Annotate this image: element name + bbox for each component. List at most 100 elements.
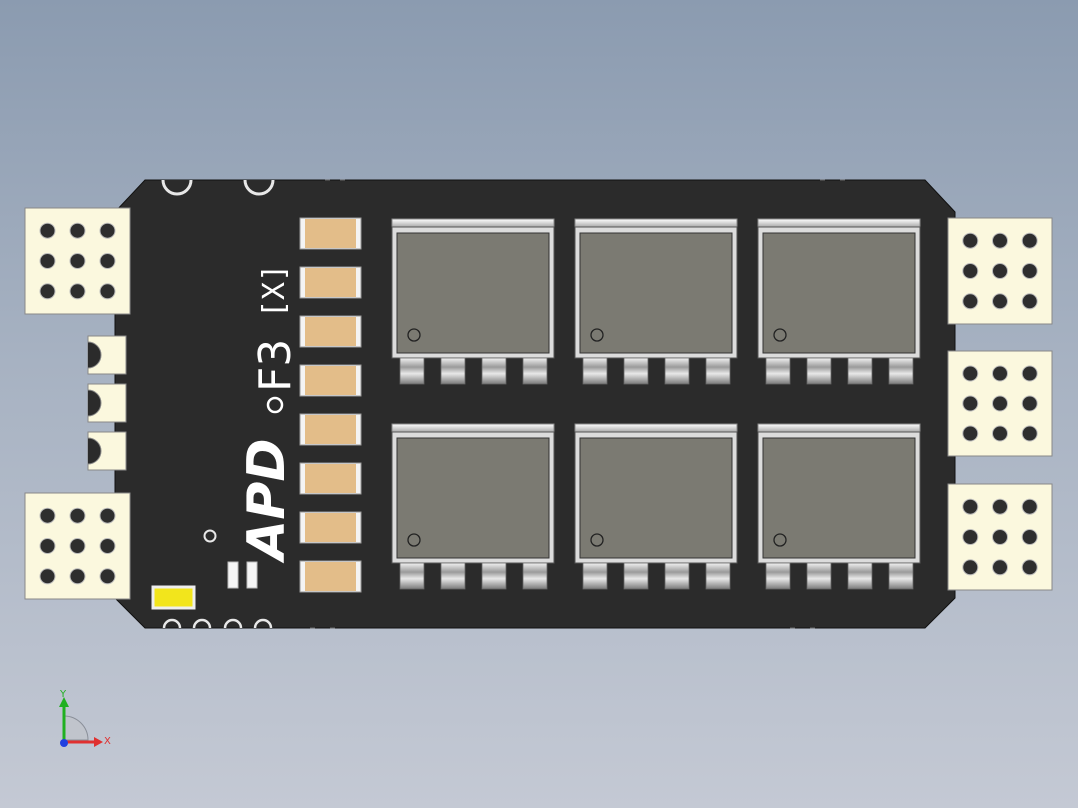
capacitor[interactable]	[299, 462, 362, 495]
pin-hole	[1021, 529, 1038, 545]
mosfet-leg	[440, 357, 466, 385]
capacitor[interactable]	[299, 511, 362, 544]
mosfet-leg	[806, 357, 832, 385]
mosfet-leg	[522, 562, 548, 590]
triad-arc	[63, 715, 89, 741]
mosfet-leg	[582, 357, 608, 385]
triad-y-arrow	[59, 697, 69, 707]
mosfet-leg	[440, 562, 466, 590]
mosfet[interactable]	[391, 218, 555, 385]
capacitor[interactable]	[299, 560, 362, 593]
pin-hole	[992, 395, 1008, 412]
pin1-marker	[773, 328, 787, 342]
pin-hole	[1021, 559, 1038, 576]
castellated-pads	[87, 335, 127, 471]
pin-hole	[69, 283, 86, 300]
pin-hole	[1021, 293, 1038, 310]
capacitor[interactable]	[299, 413, 362, 446]
pin-hole	[99, 538, 116, 554]
pin-hole	[99, 253, 116, 269]
mosfet-array	[391, 218, 921, 590]
pin-hole	[69, 222, 86, 239]
silkscreen-branding: APD F3 [X]	[237, 264, 301, 564]
connector-left-bottom[interactable]	[24, 492, 131, 600]
pin-hole	[39, 253, 56, 269]
mosfet-leg	[664, 357, 690, 385]
mosfet[interactable]	[574, 423, 738, 590]
mosfet[interactable]	[574, 218, 738, 385]
pin-hole	[1021, 365, 1038, 382]
capacitor[interactable]	[299, 266, 362, 299]
mosfet-leg	[623, 357, 649, 385]
mosfet-leg	[705, 357, 731, 385]
capacitor[interactable]	[299, 217, 362, 250]
pin-hole	[992, 232, 1008, 249]
via	[203, 529, 217, 543]
connector-right-1[interactable]	[947, 217, 1053, 325]
pin-hole	[992, 263, 1008, 279]
triad-z-axis	[60, 739, 68, 747]
mosfet-leg	[481, 357, 507, 385]
mosfet-leg	[847, 357, 873, 385]
right-connectors	[947, 217, 1053, 591]
mosfet-leg	[664, 562, 690, 590]
mosfet-leg	[522, 357, 548, 385]
pin-hole	[39, 222, 56, 239]
coordinate-triad[interactable]: Y X	[59, 689, 111, 747]
mosfet[interactable]	[757, 218, 921, 385]
triad-x-label: X	[104, 736, 111, 747]
pin-hole	[962, 425, 979, 442]
pin-hole	[99, 283, 116, 300]
pin1-marker	[407, 328, 421, 342]
pin-hole	[99, 222, 116, 239]
mosfet[interactable]	[391, 423, 555, 590]
capacitor[interactable]	[299, 315, 362, 348]
pin-hole	[992, 559, 1008, 576]
pin-hole	[99, 568, 116, 585]
mosfet-leg	[582, 562, 608, 590]
pin-hole	[962, 365, 979, 382]
mosfet-leg	[847, 562, 873, 590]
pin-hole	[39, 507, 56, 524]
connector-left-top[interactable]	[24, 207, 131, 315]
pin-hole	[1021, 498, 1038, 515]
connector-right-3[interactable]	[947, 483, 1053, 591]
triad-x-arrow	[94, 737, 103, 747]
pin-hole	[1021, 232, 1038, 249]
pin-hole	[1021, 425, 1038, 442]
capacitor-column	[299, 217, 362, 593]
pin-hole	[69, 507, 86, 524]
pin-hole	[992, 425, 1008, 442]
capacitor[interactable]	[299, 364, 362, 397]
pin1-marker	[773, 533, 787, 547]
mosfet-leg	[399, 562, 425, 590]
pin-hole	[962, 529, 979, 545]
pin-hole	[1021, 395, 1038, 412]
pin-hole	[99, 507, 116, 524]
logo-dot	[266, 396, 284, 414]
pin-hole	[992, 365, 1008, 382]
pin-hole	[69, 538, 86, 554]
status-led[interactable]	[151, 585, 196, 610]
pin-hole	[1021, 263, 1038, 279]
pin1-marker	[590, 533, 604, 547]
mosfet-leg	[806, 562, 832, 590]
pin1-marker	[407, 533, 421, 547]
resistor-pair	[227, 561, 258, 589]
left-connectors	[24, 207, 131, 600]
edge-ticks	[310, 179, 845, 629]
mosfet-leg	[888, 357, 914, 385]
pin-hole	[69, 568, 86, 585]
mosfet[interactable]	[757, 423, 921, 590]
pin-hole	[962, 293, 979, 310]
connector-right-2[interactable]	[947, 350, 1053, 457]
pin-hole	[39, 538, 56, 554]
triad-y-label: Y	[59, 689, 67, 700]
pin-hole	[962, 395, 979, 412]
pin-hole	[962, 498, 979, 515]
mosfet-leg	[765, 357, 791, 385]
mosfet-leg	[399, 357, 425, 385]
model-variant: [X]	[257, 264, 292, 318]
mosfet-leg	[765, 562, 791, 590]
